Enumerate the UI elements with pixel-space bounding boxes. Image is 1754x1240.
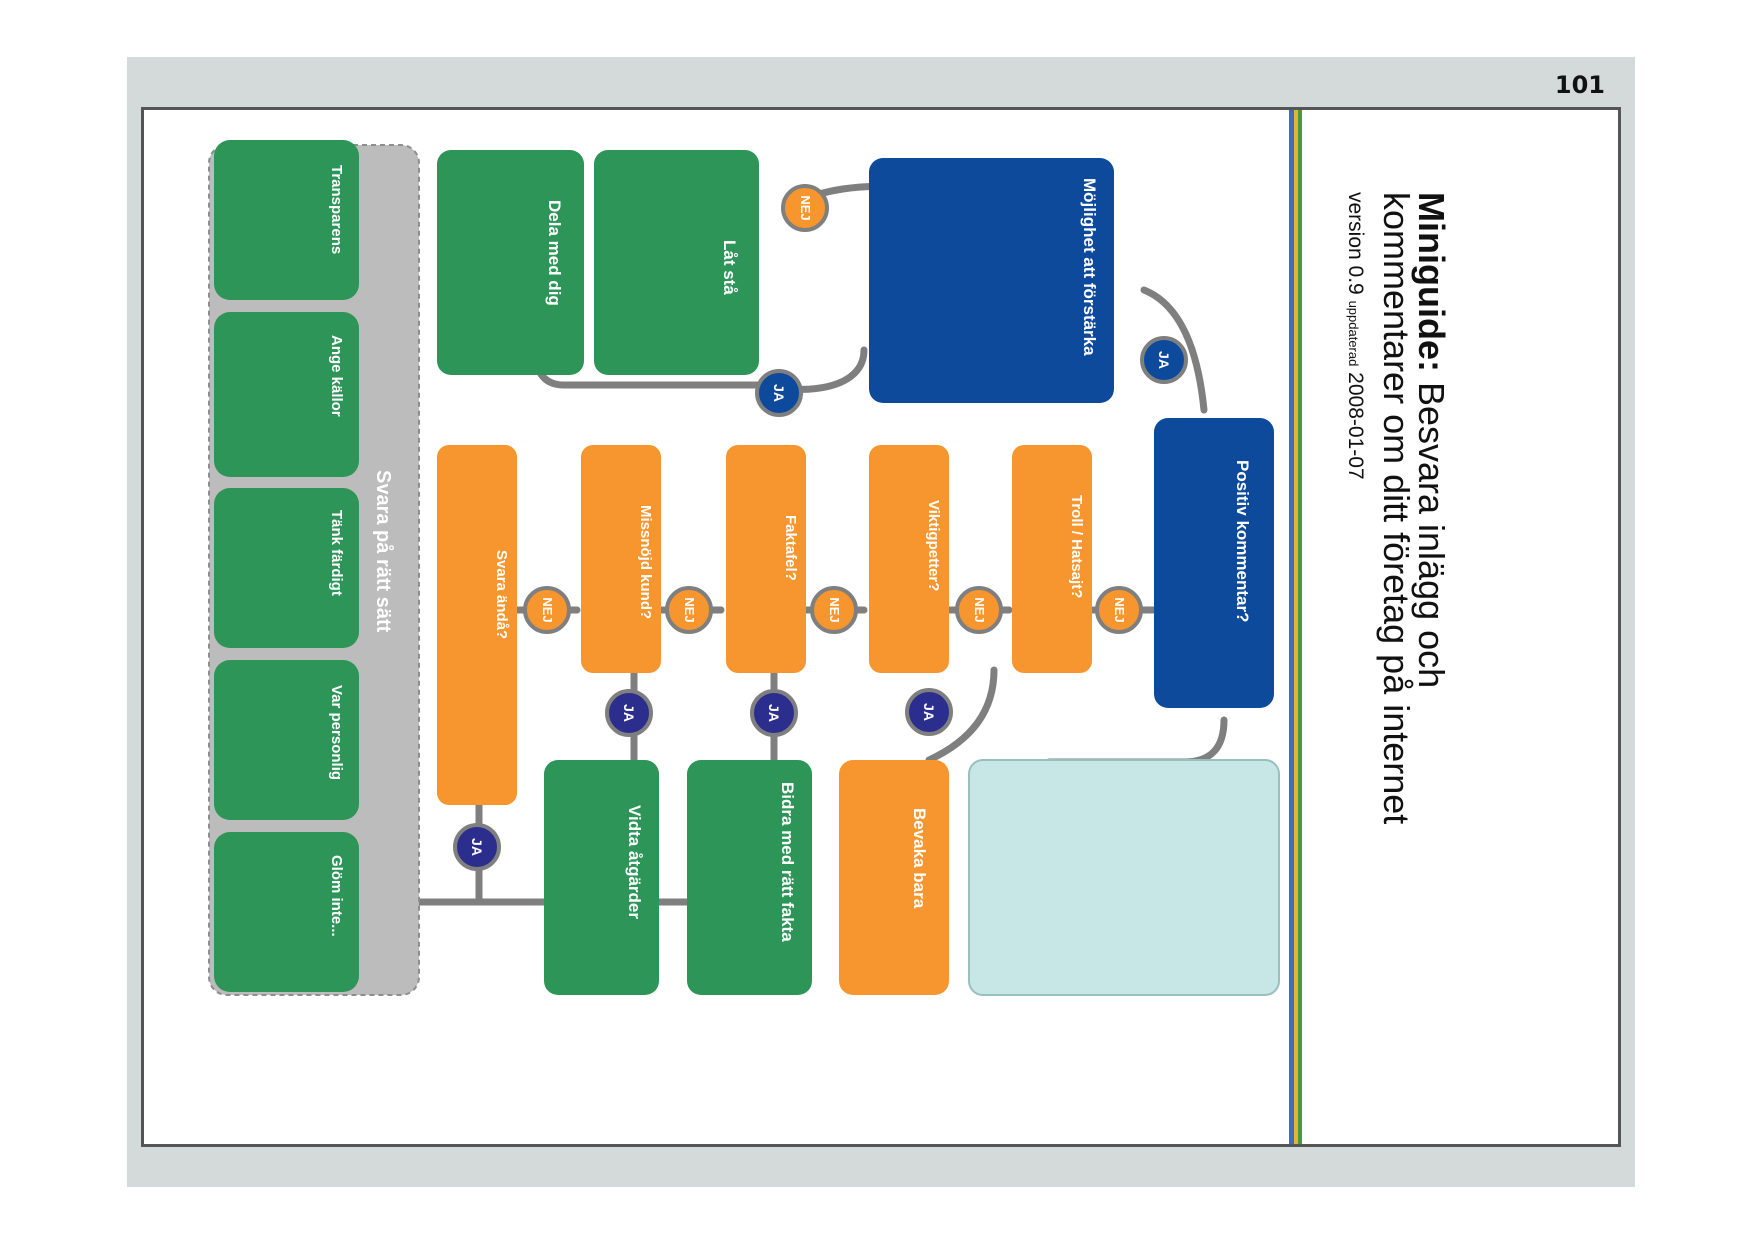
decision-title-positiv: Positiv kommentar? [1233,460,1252,623]
action-lat-sta: Låt stå [594,150,759,375]
decision-troll: Troll / Hatsajt? [1012,445,1092,673]
svg-text:JA: JA [469,838,485,856]
title-line1: Besvara inlägg och [1411,372,1452,688]
edge-stripes [1289,110,1302,1144]
action-bevaka-bara: Bevaka bara [839,760,949,995]
title-brand: Miniguide: [1411,192,1452,372]
tip-title-transparens: Transparens [328,165,345,254]
svg-text:Miniguide: Besvara inlägg och: Miniguide: Besvara inlägg och [1411,192,1452,688]
guide-title: Miniguide: Besvara inlägg och kommentare… [1344,192,1452,824]
svg-text:NEJ: NEJ [827,597,842,622]
yes-badge-mojlighet: JA [1140,336,1188,384]
respond-section-label: Svara på rätt sätt [372,470,395,633]
badges: NEJ JA JA NEJ NEJ [453,184,1188,871]
action-bidra-med-ratt-fakta: Bidra med rätt fakta [687,760,812,995]
tip-tank-fardigt: Tänk färdigt [214,488,359,648]
tip-title-var-personlig: Var personlig [328,685,345,780]
no-badge-faktafel: NEJ [810,586,858,634]
yes-badge-svara-anda: JA [453,823,501,871]
action-title-bevaka: Bevaka bara [910,808,929,909]
no-badge-lat-sta: NEJ [781,184,829,232]
action-title-lat-sta: Låt stå [720,240,739,295]
decision-svara-anda: Svara ändå? [437,445,517,805]
tip-var-personlig: Var personlig [214,660,359,820]
tip-ange-kallor: Ange källor [214,312,359,477]
title-line2: kommentarer om ditt företag på internet [1376,192,1417,824]
tip-transparens: Transparens [214,140,359,300]
decision-positiv-kommentar: Positiv kommentar? [1154,418,1274,708]
svg-text:NEJ: NEJ [798,195,813,220]
decision-title-troll: Troll / Hatsajt? [1068,495,1085,598]
yes-badge-dela: JA [755,369,803,417]
no-badge-missnojd: NEJ [665,586,713,634]
svg-text:JA: JA [621,704,637,722]
svg-text:JA: JA [1156,351,1172,369]
svg-text:NEJ: NEJ [972,597,987,622]
action-vidta-atgarder: Vidta åtgärder [544,760,659,995]
yes-badge-faktafel: JA [750,689,798,737]
decision-missnojd: Missnöjd kund? [581,445,661,673]
yes-badge-troll: JA [905,688,953,736]
title-version-small: uppdaterad [1346,301,1361,367]
tip-title-glom-inte: Glöm inte... [328,855,345,937]
page-number: 101 [1554,71,1605,99]
decision-title-svara-anda: Svara ändå? [493,550,510,639]
tip-glom-inte: Glöm inte... [214,832,359,992]
decision-faktafel: Faktafel? [726,445,806,673]
title-version-date: 2008-01-07 [1344,366,1367,479]
no-badge-viktigpetter: NEJ [955,586,1003,634]
decision-viktigpetter: Viktigpetter? [869,445,949,673]
no-badge-troll: NEJ [1095,586,1143,634]
flowchart: Miniguide: Besvara inlägg och kommentare… [208,110,1452,1144]
decision-title-missnojd: Missnöjd kund? [637,505,654,619]
svg-text:version 0.9 uppdaterad 2008-01: version 0.9 uppdaterad 2008-01-07 [1344,192,1367,480]
svg-text:NEJ: NEJ [682,597,697,622]
decision-title-mojlighet: Möjlighet att förstärka [1080,178,1099,356]
action-dela-med-dig: Dela med dig [437,150,584,375]
svg-text:JA: JA [921,703,937,721]
decision-mojlighet: Möjlighet att förstärka [869,158,1114,403]
info-box [968,759,1280,996]
no-badge-svara-anda: NEJ [523,586,571,634]
action-title-bidra: Bidra med rätt fakta [778,782,797,942]
decision-title-viktigpetter: Viktigpetter? [925,500,942,591]
slide-frame: 101 Miniguide: Besvara inlägg och kommen… [127,57,1635,1187]
decision-title-faktafel: Faktafel? [782,515,799,581]
action-title-vidta: Vidta åtgärder [625,805,644,919]
action-title-dela: Dela med dig [545,200,564,306]
svg-text:NEJ: NEJ [540,597,555,622]
tip-title-tank-fardigt: Tänk färdigt [328,510,345,596]
svg-text:NEJ: NEJ [1112,597,1127,622]
yes-badge-missnojd: JA [605,689,653,737]
title-version: version 0.9 [1344,192,1367,301]
tip-title-ange-kallor: Ange källor [328,335,345,417]
document-page: Miniguide: Besvara inlägg och kommentare… [141,107,1621,1147]
svg-text:JA: JA [771,384,787,402]
svg-text:JA: JA [766,704,782,722]
